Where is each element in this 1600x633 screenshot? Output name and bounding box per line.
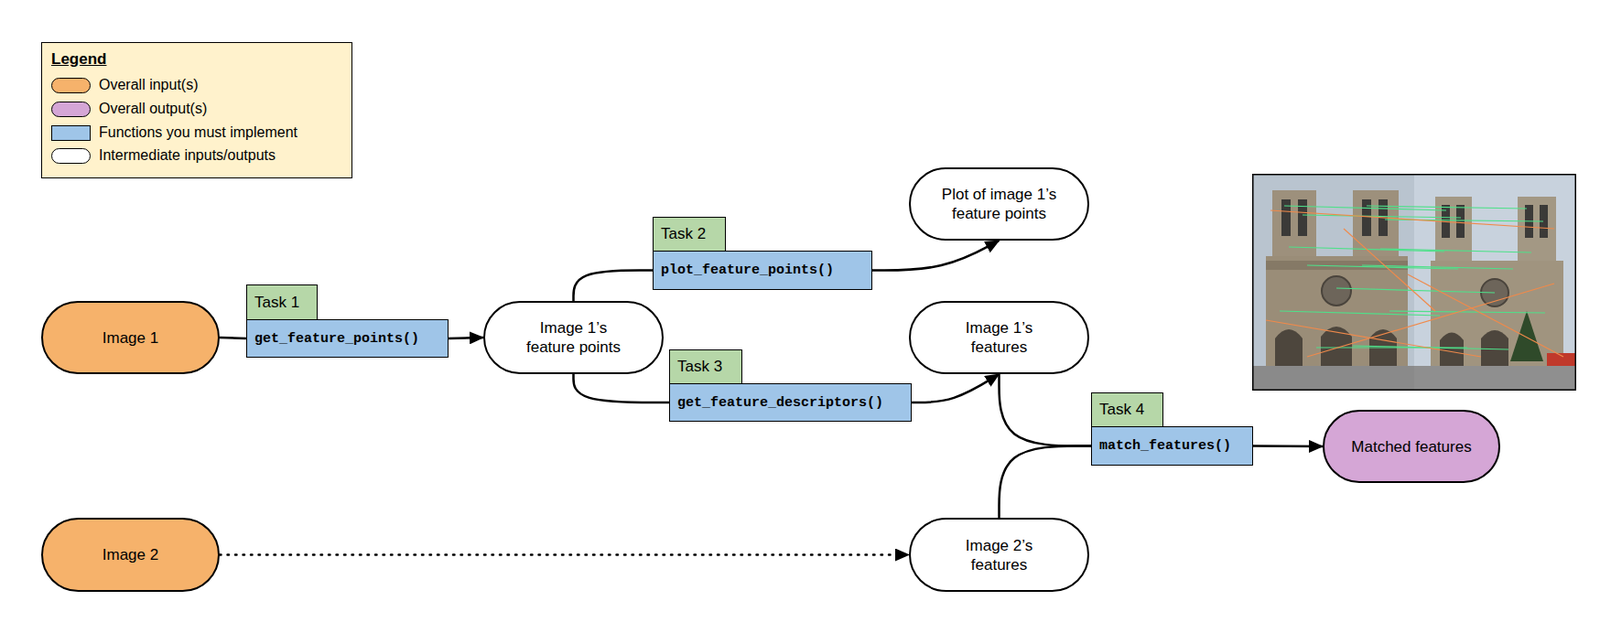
connector bbox=[448, 337, 484, 339]
task-label: Task 2 bbox=[660, 225, 706, 244]
legend-entry: Functions you must implement bbox=[51, 123, 298, 142]
connector bbox=[573, 270, 654, 303]
mismatch-line bbox=[1270, 210, 1555, 229]
task-label: Task 1 bbox=[254, 293, 300, 313]
match-line bbox=[1389, 311, 1546, 314]
function-name-box: plot_feature_points() bbox=[652, 250, 873, 291]
match-line bbox=[1366, 205, 1527, 209]
connector bbox=[911, 374, 1000, 403]
legend-text: Functions you must implement bbox=[98, 124, 298, 141]
match-line bbox=[1352, 345, 1509, 350]
window bbox=[1297, 199, 1308, 237]
function-name: get_feature_points() bbox=[254, 331, 420, 347]
legend-text: Overall output(s) bbox=[98, 100, 207, 118]
tree bbox=[1510, 311, 1544, 362]
function-name-box: get_feature_descriptors() bbox=[669, 383, 912, 422]
legend-swatch bbox=[51, 101, 91, 118]
window bbox=[1456, 205, 1465, 238]
task-tab: Task 1 bbox=[246, 284, 318, 322]
ground bbox=[1414, 366, 1577, 391]
function-name: match_features() bbox=[1099, 438, 1232, 455]
legend-box: LegendOverall input(s) Overall output(s) F… bbox=[41, 42, 353, 179]
connector bbox=[573, 374, 671, 403]
bus bbox=[1546, 353, 1577, 367]
task-label: Task 4 bbox=[1099, 400, 1145, 420]
gallery bbox=[1265, 260, 1408, 271]
match-line bbox=[1380, 248, 1532, 253]
task-label: Task 3 bbox=[677, 357, 723, 377]
node-text: Image 2 bbox=[102, 545, 159, 565]
portal bbox=[1439, 333, 1464, 368]
sky bbox=[1414, 173, 1577, 391]
legend-text: Intermediate inputs/outputs bbox=[98, 147, 276, 164]
connector bbox=[999, 374, 1092, 447]
node-text: Image 1’s feature points bbox=[518, 318, 629, 357]
portal bbox=[1481, 330, 1509, 367]
legend-text: Overall input(s) bbox=[98, 76, 198, 94]
connector bbox=[999, 446, 1092, 519]
input-pill: Image 1 bbox=[41, 301, 220, 375]
function-box: Task 1 get_feature_points() bbox=[246, 284, 449, 358]
legend-title: Legend bbox=[51, 50, 107, 69]
function-box: Task 3 get_feature_descriptors() bbox=[669, 349, 912, 422]
match-line bbox=[1336, 288, 1495, 293]
legend-swatch bbox=[51, 125, 91, 141]
window bbox=[1362, 199, 1372, 237]
photo-frame bbox=[1253, 174, 1577, 391]
window bbox=[1281, 199, 1291, 237]
input-pill: Image 2 bbox=[41, 518, 220, 593]
intermediate-pill: Plot of image 1’s feature points bbox=[908, 167, 1090, 241]
connector bbox=[1253, 444, 1323, 448]
legend-swatch bbox=[51, 77, 91, 94]
task-tab: Task 4 bbox=[1091, 392, 1164, 429]
rose-window bbox=[1321, 276, 1352, 306]
function-name: plot_feature_points() bbox=[660, 262, 834, 279]
matching-photo bbox=[1252, 173, 1577, 391]
legend-entry: Overall output(s) bbox=[51, 99, 207, 119]
function-box: Task 4 match_features() bbox=[1091, 392, 1254, 466]
intermediate-pill: Image 1’s feature points bbox=[483, 301, 664, 375]
portal bbox=[1275, 329, 1303, 367]
intermediate-pill: Image 2’s features bbox=[908, 518, 1090, 593]
ground bbox=[1252, 366, 1415, 391]
mismatch-line bbox=[1307, 283, 1555, 357]
connector bbox=[219, 337, 247, 339]
node-text: Image 2’s features bbox=[943, 536, 1055, 575]
node-text: Image 1’s features bbox=[943, 318, 1055, 357]
node-text: Matched features bbox=[1351, 437, 1471, 457]
node-text: Plot of image 1’s feature points bbox=[929, 184, 1070, 224]
legend-entry: Overall input(s) bbox=[51, 75, 198, 95]
function-name: get_feature_descriptors() bbox=[677, 395, 884, 411]
mismatch-line bbox=[1265, 320, 1482, 357]
task-tab: Task 3 bbox=[669, 349, 743, 386]
function-name-box: match_features() bbox=[1091, 426, 1254, 466]
facade bbox=[1265, 256, 1408, 368]
function-name-box: get_feature_points() bbox=[246, 319, 449, 358]
mismatch-line bbox=[1343, 228, 1436, 312]
connector bbox=[219, 553, 909, 557]
function-box: Task 2 plot_feature_points() bbox=[652, 216, 873, 291]
intermediate-pill: Image 1’s features bbox=[908, 301, 1090, 375]
task-tab: Task 2 bbox=[652, 216, 726, 253]
mismatch-line bbox=[1407, 274, 1564, 357]
node-text: Image 1 bbox=[102, 328, 159, 348]
output-pill: Matched features bbox=[1322, 410, 1501, 484]
legend-swatch bbox=[51, 148, 91, 164]
legend-entry: Intermediate inputs/outputs bbox=[51, 146, 276, 165]
connector bbox=[872, 240, 1000, 271]
